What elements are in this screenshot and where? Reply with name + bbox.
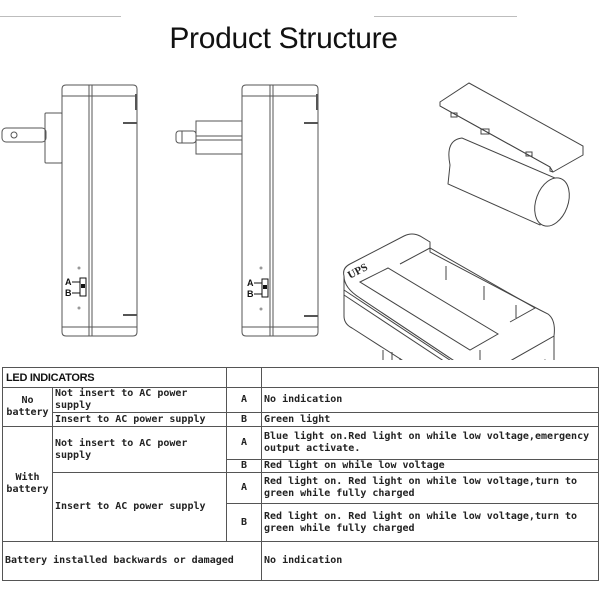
us-plug-side-view: A B: [1, 84, 138, 337]
led-a-label: A: [247, 278, 254, 288]
exploded-3d-view: UPS: [343, 82, 584, 360]
led-a-label: A: [65, 277, 72, 287]
table-row: No battery Not insert to AC power supply…: [2, 387, 599, 427]
table-row: Insert to AC power supply B Green light: [3, 412, 599, 427]
eu-plug-prong-icon: [175, 120, 243, 155]
group-label-no-battery: No battery: [2, 387, 53, 427]
indication-cell: No indication: [261, 387, 599, 413]
led-cell: A: [226, 426, 263, 460]
table-row: B Red light on. Red light on while low v…: [3, 503, 599, 542]
indication-cell: Red light on. Red light on while low vol…: [261, 472, 599, 504]
fault-indication-cell: No indication: [261, 541, 599, 581]
led-b-label: B: [247, 289, 254, 299]
indication-cell: Blue light on.Red light on while low vol…: [261, 426, 599, 460]
led-cell: A: [226, 387, 263, 413]
title-divider-right: [374, 16, 517, 17]
battery-cover-icon: [439, 82, 584, 173]
led-cell: B: [226, 503, 263, 542]
condition-cell: Insert to AC power supply: [51, 412, 228, 427]
table-row: Battery installed backwards or damaged N…: [1, 541, 599, 581]
page-title: Product Structure: [169, 22, 398, 55]
led-cell: B: [226, 412, 263, 427]
title-divider-left: [0, 16, 121, 17]
table-header: LED INDICATORS: [1, 367, 228, 388]
us-plug-prong-icon: [1, 112, 63, 164]
led-cell: B: [226, 459, 263, 473]
indication-cell: Green light: [261, 412, 599, 427]
eu-plug-side-view: A B: [175, 84, 319, 337]
led-indicator-icon: [79, 277, 87, 297]
table-row: Insert to AC power supply A Red light on…: [3, 472, 599, 542]
fault-condition-cell: Battery installed backwards or damaged: [1, 541, 263, 581]
condition-cell: Not insert to AC power supply: [51, 426, 228, 473]
led-cell: A: [226, 472, 263, 504]
product-drawing: A B A B: [0, 80, 600, 360]
led-b-label: B: [65, 288, 72, 298]
condition-cell: Insert to AC power supply: [51, 472, 228, 542]
group-label-with-battery: With battery: [2, 426, 53, 542]
table-header-row: LED INDICATORS: [1, 367, 599, 388]
indication-cell: Red light on while low voltage: [261, 459, 599, 473]
condition-cell: Not insert to AC power supply: [51, 387, 228, 413]
charger-body-icon: UPS: [343, 233, 555, 360]
battery-icon: [447, 137, 570, 227]
led-indicators-table: LED INDICATORS No battery Not insert to …: [1, 367, 599, 581]
led-indicator-icon: [261, 278, 269, 298]
table-row: With battery Not insert to AC power supp…: [2, 426, 599, 542]
indication-cell: Red light on. Red light on while low vol…: [261, 503, 599, 542]
